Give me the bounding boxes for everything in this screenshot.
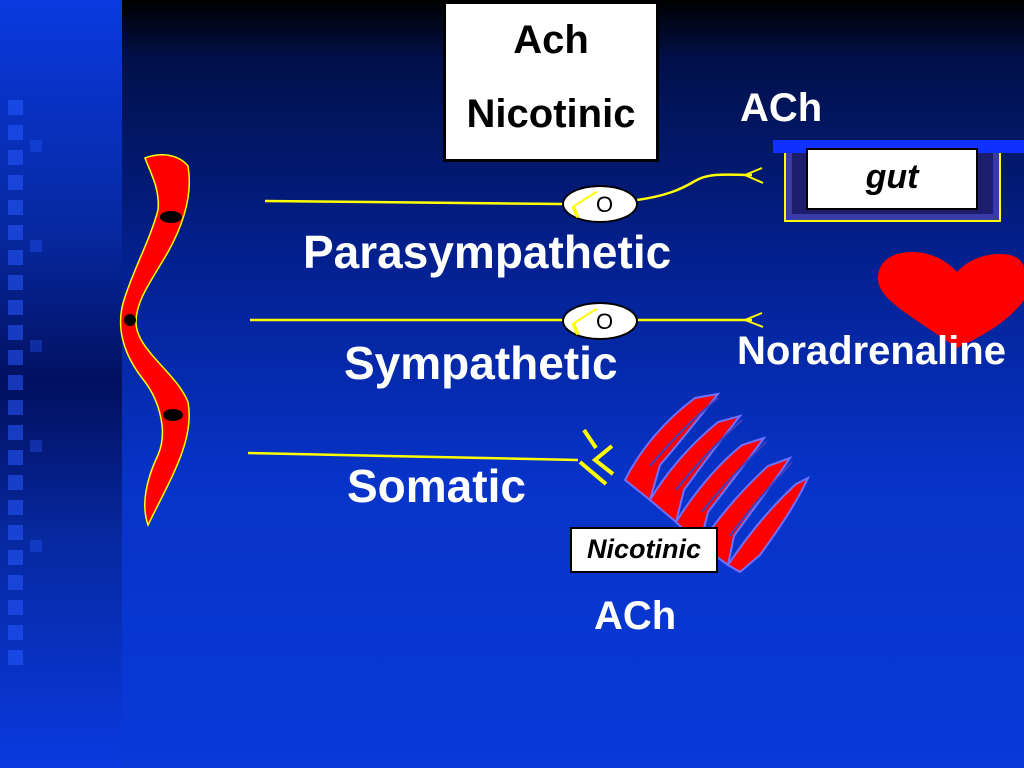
ganglion-cell-label: O	[596, 192, 614, 217]
parasympathetic-nerve	[264, 199, 564, 206]
decor-square	[8, 625, 23, 640]
gut-label: gut	[865, 158, 919, 196]
decor-square	[8, 550, 23, 565]
decor-square	[8, 325, 23, 340]
somatic-label: Somatic	[347, 460, 526, 512]
decor-square	[8, 250, 23, 265]
ganglion-receptor-box: Ach Nicotinic	[443, 1, 659, 162]
gut-label-box: gut	[806, 148, 978, 210]
decor-square	[8, 425, 23, 440]
gut-nerve-ending	[742, 167, 764, 184]
muscle-receptor-box: Nicotinic	[570, 527, 718, 573]
cell-body-dot	[163, 409, 183, 421]
parasympathetic-postganglionic	[636, 173, 753, 202]
decor-square	[8, 275, 23, 290]
parasympathetic-label: Parasympathetic	[303, 226, 672, 278]
decor-square	[8, 350, 23, 365]
spinal-cord-shape	[119, 153, 191, 527]
parasympathetic-ganglion: O	[562, 185, 638, 223]
decor-square	[30, 140, 42, 152]
decor-square	[8, 575, 23, 590]
somatic-nerve	[247, 451, 579, 462]
muscle-receptor-label: Nicotinic	[586, 534, 701, 564]
decor-square	[8, 500, 23, 515]
decor-square	[8, 300, 23, 315]
decor-square	[8, 125, 23, 140]
left-decorative-strip	[0, 0, 122, 768]
heart-transmitter-label: Noradrenaline	[737, 329, 1006, 373]
decor-square	[8, 200, 23, 215]
cell-body-dot	[124, 314, 136, 326]
decor-square	[8, 600, 23, 615]
decor-square	[8, 475, 23, 490]
decor-square	[30, 540, 42, 552]
decor-square	[8, 175, 23, 190]
skeletal-muscle	[623, 392, 811, 574]
decor-square	[8, 450, 23, 465]
neuromuscular-junction	[578, 428, 615, 486]
heart-nerve-ending	[742, 312, 764, 328]
decor-square	[8, 400, 23, 415]
decor-square	[8, 150, 23, 165]
muscle-fiber	[623, 392, 721, 502]
muscle-transmitter-label: ACh	[594, 594, 677, 638]
decor-square	[30, 440, 42, 452]
cell-body-dot	[160, 211, 182, 223]
decor-square	[30, 340, 42, 352]
decor-square	[30, 240, 42, 252]
decor-square	[8, 650, 23, 665]
gut-transmitter-label: ACh	[740, 86, 823, 130]
muscle-fiber	[698, 456, 793, 567]
decor-square	[8, 225, 23, 240]
ganglion-cell-label: O	[596, 309, 614, 334]
decor-square	[8, 375, 23, 390]
heart-icon	[878, 252, 1024, 348]
receptor-transmitter-label: Ach	[513, 18, 589, 62]
sympathetic-ganglion: O	[562, 302, 638, 340]
muscle-fiber-highlight	[649, 397, 793, 537]
sympathetic-label: Sympathetic	[344, 337, 618, 389]
decor-square	[8, 100, 23, 115]
muscle-fiber	[726, 475, 811, 574]
decor-square	[8, 525, 23, 540]
receptor-type-label: Nicotinic	[466, 92, 636, 136]
